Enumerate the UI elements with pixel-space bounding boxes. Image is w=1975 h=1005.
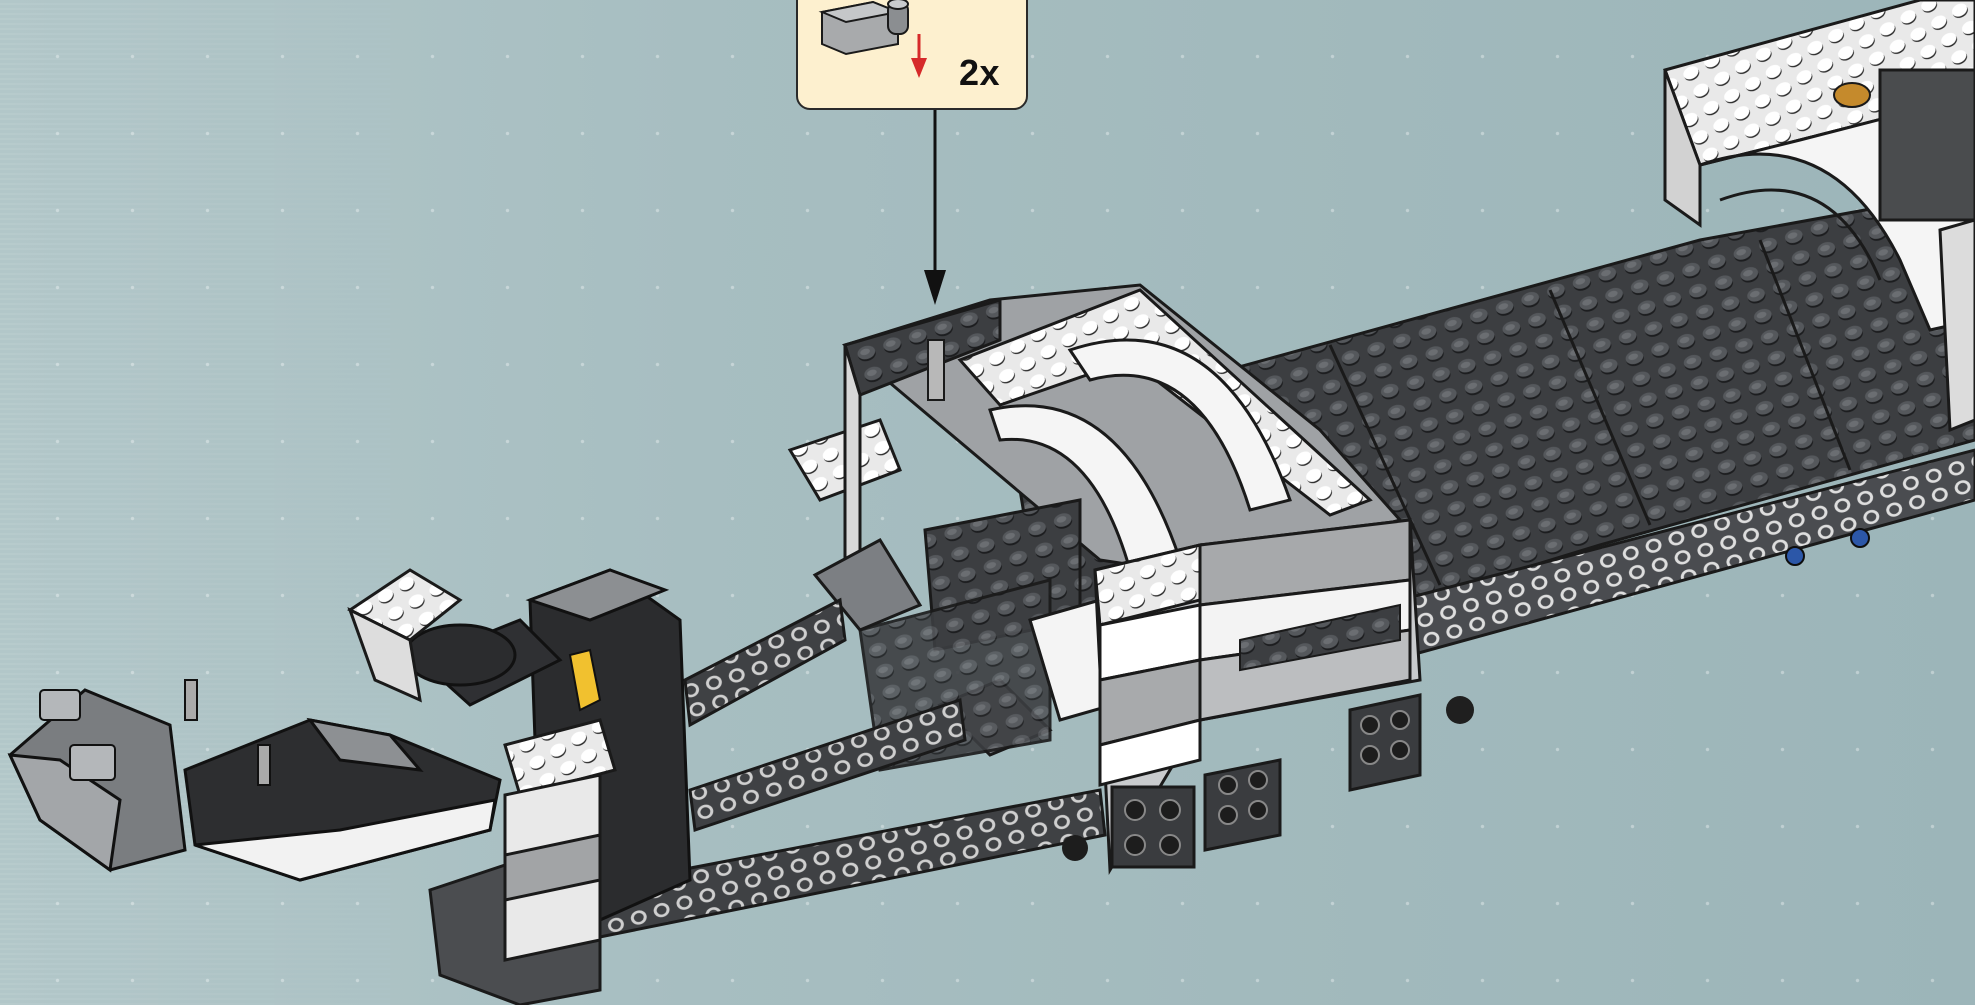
- callout-pointer-arrow-icon: [924, 110, 946, 305]
- front-brick-stack: [1095, 520, 1420, 870]
- nose-cone: [10, 680, 500, 880]
- quantity-label: 2x: [959, 52, 1000, 94]
